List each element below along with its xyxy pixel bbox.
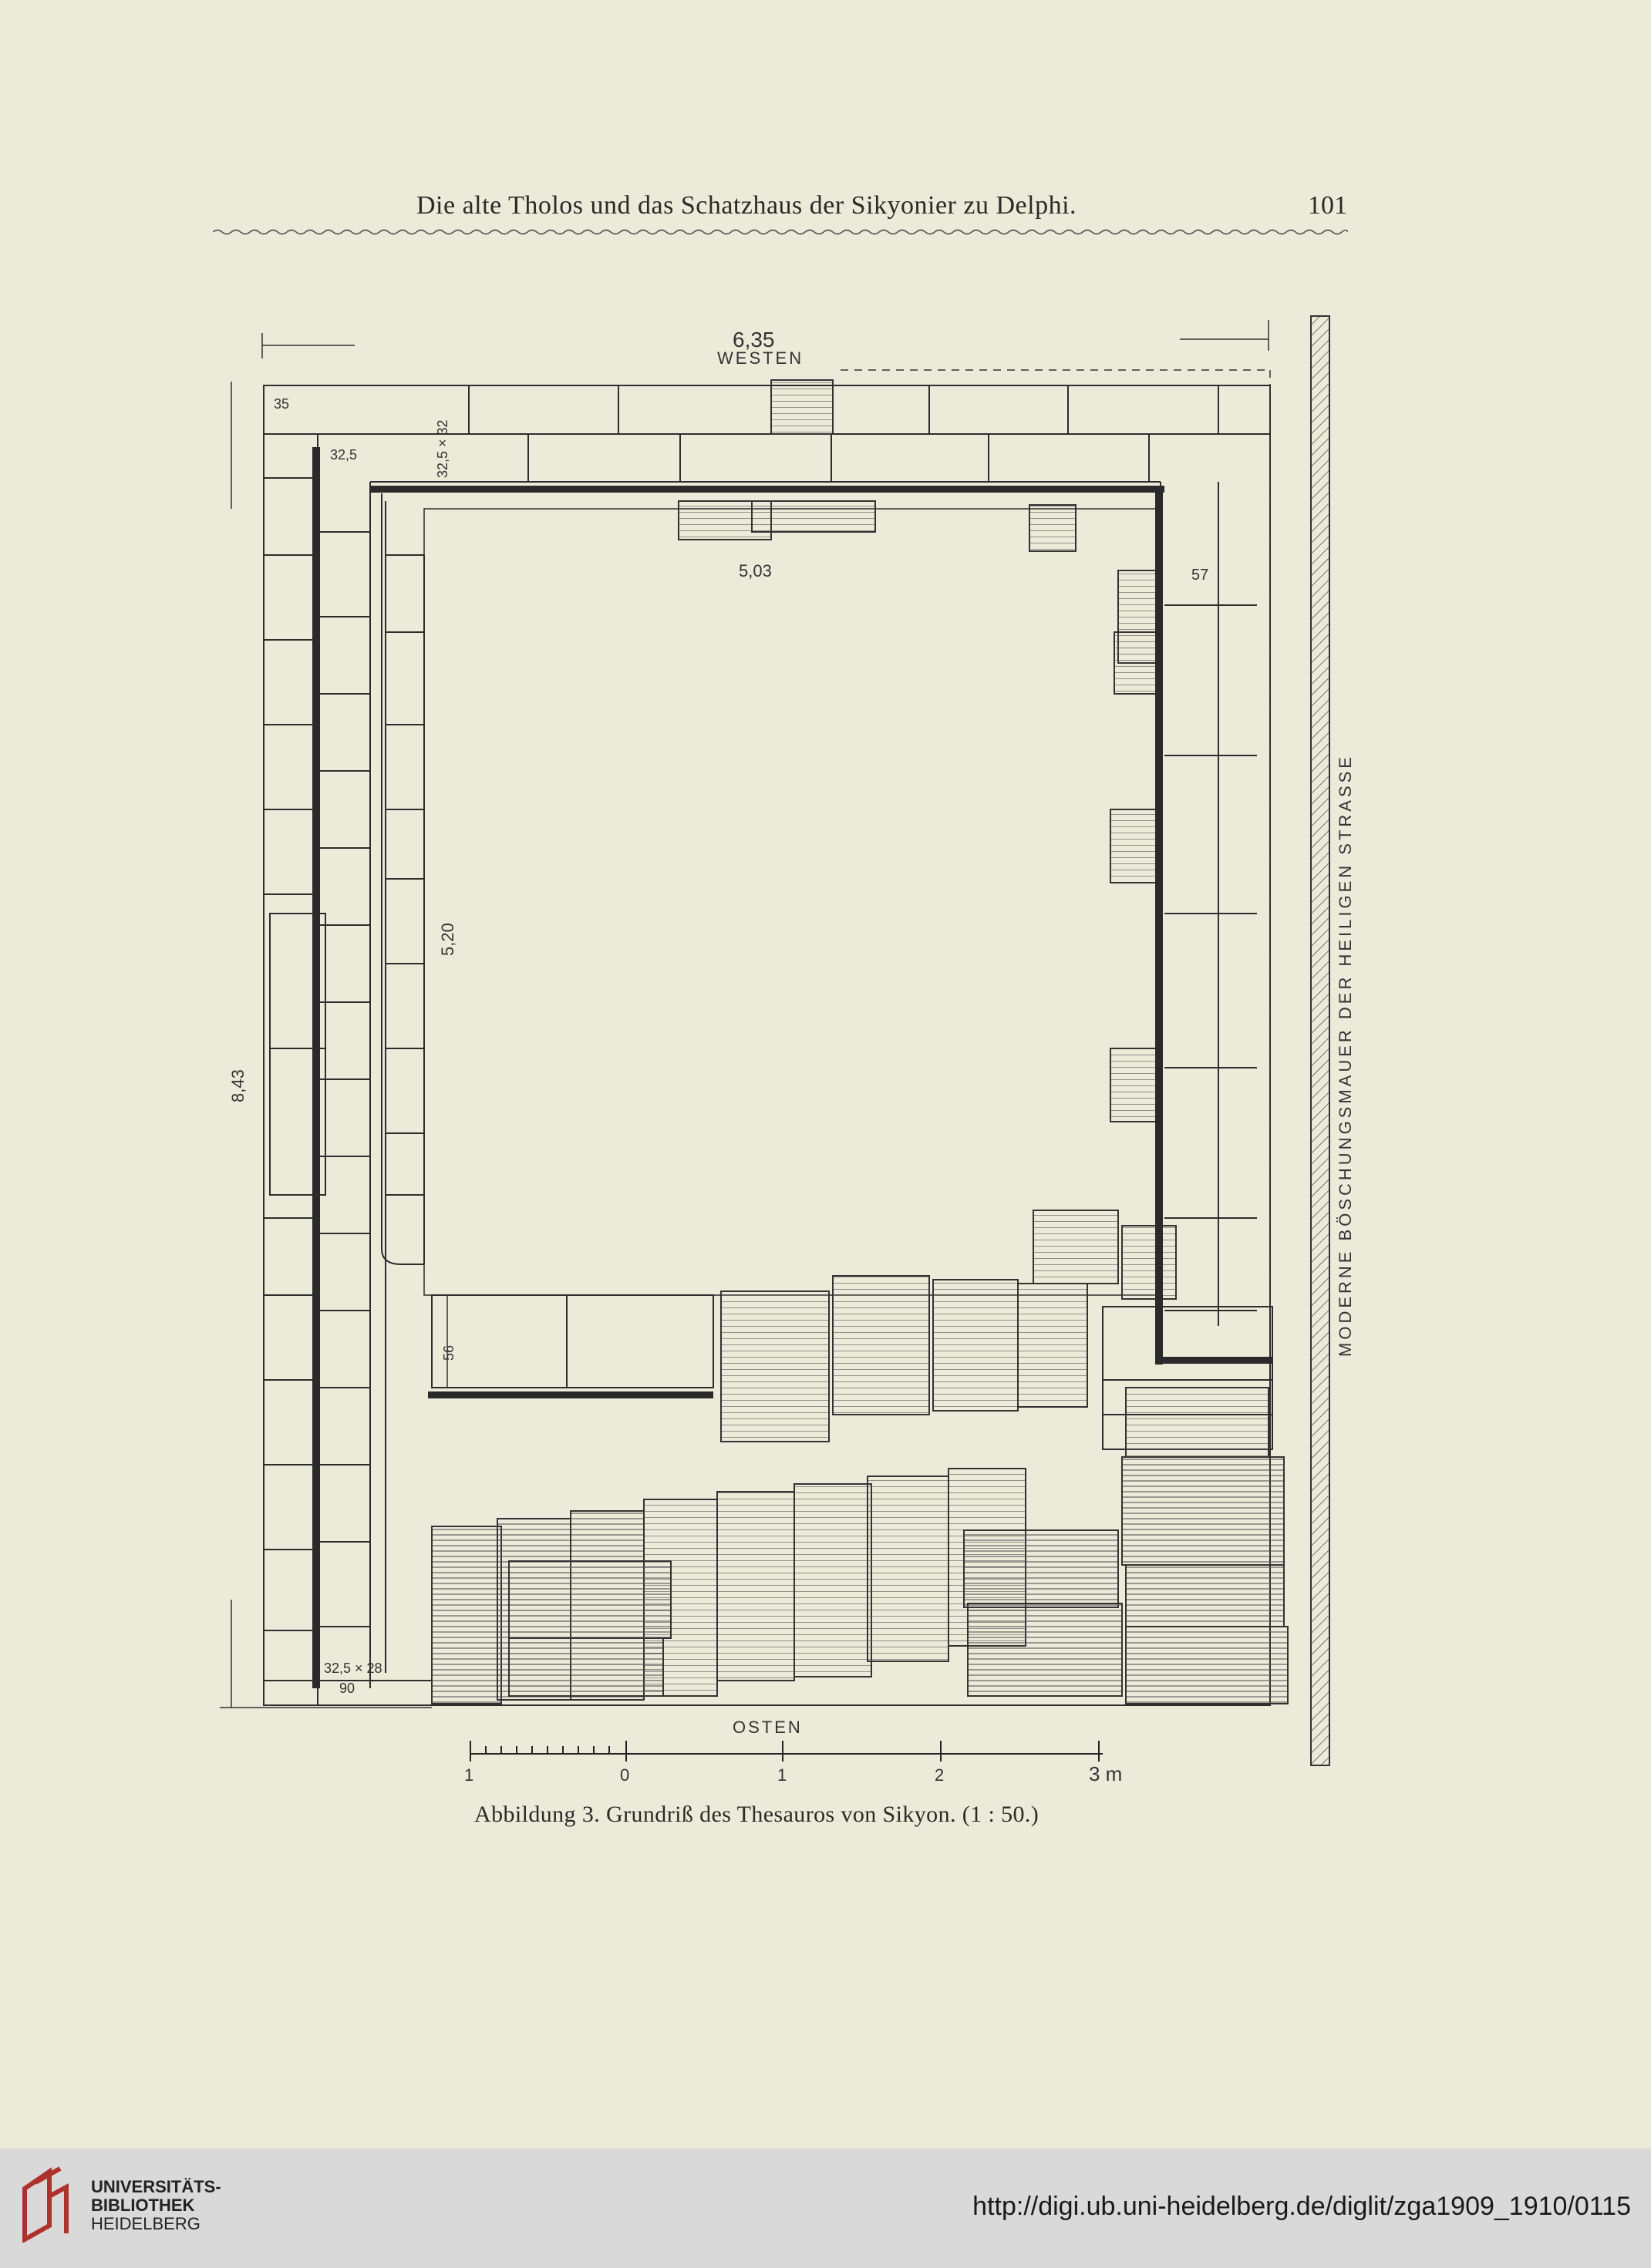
label-road-wall: MODERNE BÖSCHUNGSMAUER DER HEILIGEN STRA… (1336, 754, 1355, 1357)
dim-inner-length: 5,20 (438, 923, 457, 956)
dim-wall-56: 56 (441, 1345, 457, 1361)
dim-inner-width: 5,03 (739, 561, 772, 580)
library-logo-icon (22, 2166, 69, 2243)
dim-total-length: 8,43 (228, 1069, 248, 1102)
cella-interior (423, 508, 1157, 1296)
scale-tick-1: 1 (777, 1765, 787, 1785)
header-rule (213, 229, 1348, 235)
road-retaining-wall (1310, 315, 1330, 1766)
label-east: OSTEN (733, 1718, 803, 1737)
source-url-link[interactable]: http://digi.ub.uni-heidelberg.de/diglit/… (972, 2192, 1631, 2221)
dim-wall-57: 57 (1191, 567, 1208, 584)
scale-tick-0: 0 (620, 1765, 629, 1785)
dim-total-width: 6,35 (733, 328, 775, 352)
scale-tick-1-left: 1 (464, 1765, 473, 1785)
running-title: Die alte Tholos und das Schatzhaus der S… (416, 191, 1077, 220)
library-name: UNIVERSITÄTS- BIBLIOTHEK HEIDELBERG (91, 2177, 221, 2233)
label-west: WESTEN (717, 348, 804, 368)
scale-tick-2: 2 (935, 1765, 944, 1785)
dim-wall-32-5-top: 32,5 (330, 447, 357, 463)
dim-wall-35: 35 (274, 396, 289, 412)
footer-bar: UNIVERSITÄTS- BIBLIOTHEK HEIDELBERG http… (0, 2149, 1651, 2268)
page-number: 101 (1308, 191, 1347, 220)
scale-bar (470, 1741, 1103, 1762)
figure-caption: Abbildung 3. Grundriß des Thesauros von … (474, 1802, 1039, 1827)
scale-tick-3m: 3 m (1089, 1762, 1122, 1785)
dim-block-32-5x28: 32,5 × 28 (324, 1661, 382, 1676)
dim-wall-90: 90 (339, 1681, 355, 1696)
dim-block-32-5x32: 32,5 × 32 (435, 419, 450, 478)
